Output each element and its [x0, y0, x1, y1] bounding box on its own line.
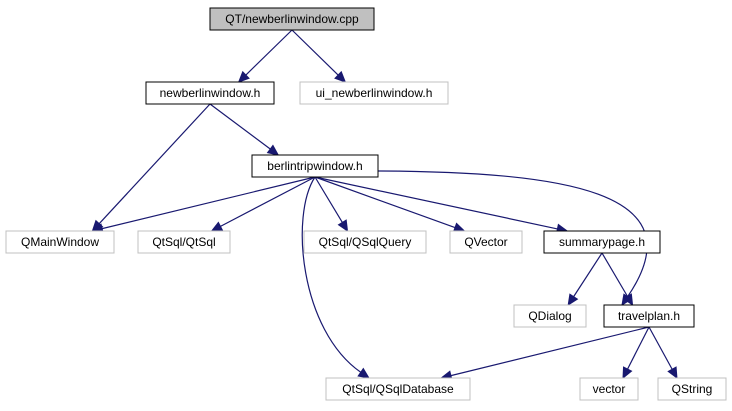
node-label: QMainWindow [21, 235, 99, 249]
edge-line [377, 170, 648, 298]
node-qtsql-qsqldatabase[interactable]: QtSql/QSqlDatabase [325, 377, 471, 401]
edge-line [314, 176, 558, 230]
node-box [251, 154, 379, 178]
node-box [303, 230, 427, 254]
edge-summarypage-h-to-travelplan-h [601, 252, 634, 307]
node-label: QString [672, 382, 713, 396]
arrowhead [237, 70, 250, 83]
node-box [137, 230, 231, 254]
node-box [513, 304, 587, 328]
edge-line [627, 326, 650, 370]
node-label: QtSql/QSqlDatabase [342, 382, 454, 396]
arrowhead [667, 366, 678, 380]
node-box [579, 377, 639, 401]
arrowhead [622, 366, 633, 380]
edge-newberlinwindow-h-to-qmainwindow [91, 103, 211, 232]
arrowhead [357, 367, 370, 379]
node-label: berlintripwindow.h [267, 159, 362, 173]
edge-berlintripwindow-h-to-qtsql-qtsql [210, 176, 316, 232]
arrowhead [567, 293, 579, 307]
edge-root-to-ui-newberlinwindow-h [291, 29, 347, 83]
node-label: QtSql/QSqlQuery [319, 235, 412, 249]
edge-line [301, 176, 362, 373]
node-box [325, 377, 471, 401]
node-qmainwindow[interactable]: QMainWindow [5, 230, 115, 254]
node-box [299, 81, 449, 105]
node-box [543, 230, 661, 254]
node-root-file[interactable]: QT/newberlinwindow.cpp [209, 7, 375, 31]
node-qvector[interactable]: QVector [449, 230, 523, 254]
node-box [449, 230, 523, 254]
edge-line [314, 176, 456, 229]
edge-berlintripwindow-h-to-qtsql-qsqlquery [314, 176, 349, 233]
edge-root-to-newberlinwindow-h [237, 29, 293, 83]
node-box [603, 304, 695, 328]
node-label: ui_newberlinwindow.h [316, 86, 433, 100]
edge-newberlinwindow-h-to-berlintripwindow-h [209, 103, 280, 156]
node-summarypage-h[interactable]: summarypage.h [543, 230, 661, 254]
edge-line [573, 252, 603, 297]
edge-line [245, 29, 293, 76]
edge-summarypage-h-to-qdialog [567, 252, 603, 307]
edge-line [314, 176, 343, 223]
node-qstring[interactable]: QString [657, 377, 727, 401]
node-label: summarypage.h [559, 235, 645, 249]
edge-line [648, 326, 673, 370]
edge-line [220, 176, 316, 227]
node-label: QT/newberlinwindow.cpp [225, 12, 359, 26]
edge-line [209, 103, 271, 150]
node-label: travelplan.h [618, 309, 680, 323]
node-box [5, 230, 115, 254]
arrowhead [334, 70, 347, 83]
node-berlintripwindow-h[interactable]: berlintripwindow.h [251, 154, 379, 178]
node-qtsql-qtsql[interactable]: QtSql/QtSql [137, 230, 231, 254]
edge-berlintripwindow-h-to-qmainwindow [91, 176, 316, 234]
arrowhead [622, 293, 634, 307]
edge-line [601, 252, 629, 297]
arrowhead [337, 219, 349, 233]
node-label: newberlinwindow.h [160, 86, 261, 100]
node-box [657, 377, 727, 401]
node-label: QDialog [528, 309, 571, 323]
edge-travelplan-h-to-qstring [648, 326, 678, 380]
node-vector[interactable]: vector [579, 377, 639, 401]
node-box [209, 7, 375, 31]
node-box [145, 81, 275, 105]
node-qtsql-qsqlquery[interactable]: QtSql/QSqlQuery [303, 230, 427, 254]
node-label: QtSql/QtSql [152, 235, 215, 249]
node-label: QVector [464, 235, 507, 249]
edge-line [291, 29, 339, 76]
node-travelplan-h[interactable]: travelplan.h [603, 304, 695, 328]
edge-line [101, 176, 316, 230]
node-label: vector [593, 382, 626, 396]
edge-berlintripwindow-h-to-summarypage-h [314, 176, 569, 234]
arrowhead [266, 144, 280, 156]
edge-berlintripwindow-h-to-qtsql-qsqldatabase [301, 176, 370, 379]
edge-line [98, 103, 211, 225]
edge-travelplan-h-to-vector [622, 326, 650, 380]
arrowhead [210, 221, 224, 232]
node-qdialog[interactable]: QDialog [513, 304, 587, 328]
edge-travelplan-h-to-qtsql-qsqldatabase [440, 326, 650, 381]
edge-line [450, 326, 650, 377]
node-newberlinwindow-h[interactable]: newberlinwindow.h [145, 81, 275, 105]
node-ui-newberlinwindow-h[interactable]: ui_newberlinwindow.h [299, 81, 449, 105]
